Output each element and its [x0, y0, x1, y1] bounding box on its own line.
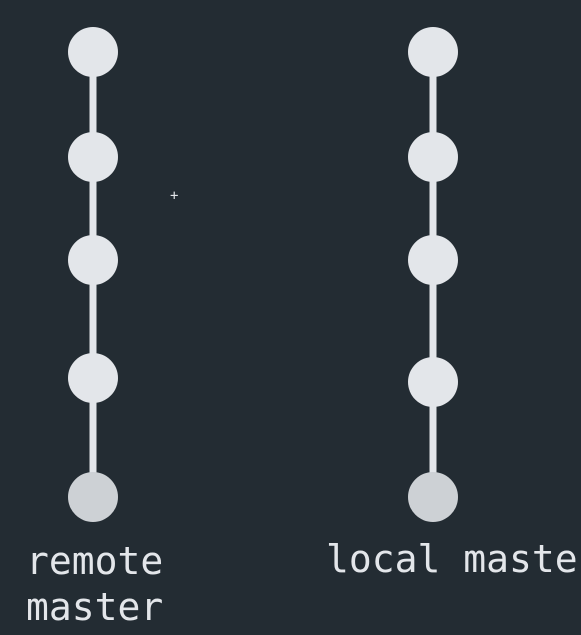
remote-commit-node-4 [68, 353, 118, 403]
local-commit-node-5 [408, 472, 458, 522]
remote-master-label: remote master [26, 539, 164, 629]
remote-commit-node-2 [68, 132, 118, 182]
remote-commit-node-5 [68, 472, 118, 522]
remote-commit-node-1 [68, 27, 118, 77]
crosshair-cursor-icon: + [170, 188, 179, 204]
local-master-label: local master [326, 537, 581, 581]
local-commit-node-1 [408, 27, 458, 77]
local-commit-node-2 [408, 132, 458, 182]
local-commit-node-4 [408, 357, 458, 407]
remote-commit-node-3 [68, 235, 118, 285]
local-commit-node-3 [408, 235, 458, 285]
